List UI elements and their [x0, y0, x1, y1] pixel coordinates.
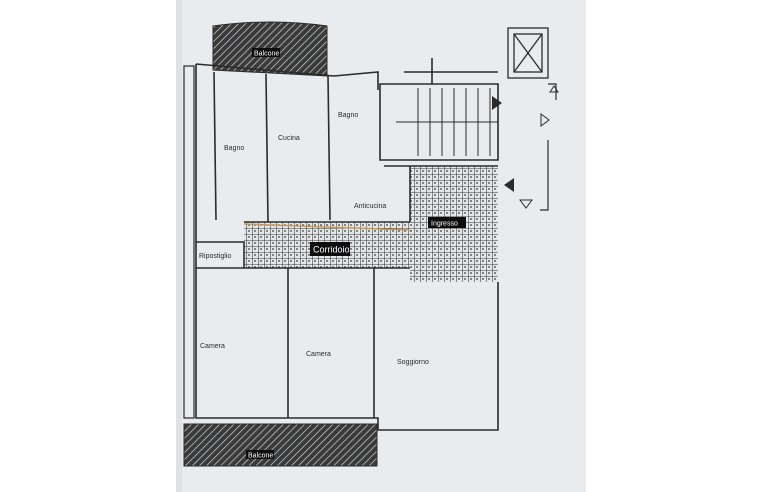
stair-arrow-icon [492, 96, 502, 110]
balcony-bottom [183, 423, 378, 467]
corridoio-tag: Corridoio [313, 245, 350, 255]
room-label-bagno: Bagno [224, 145, 244, 152]
ingresso-tag-bg [428, 217, 466, 228]
door-arrow-up-icon [549, 85, 559, 93]
corridor-edge [243, 223, 411, 231]
door-arrow-down-icon [519, 199, 533, 209]
balcone-top-tag: Balcone [254, 51, 279, 58]
staircase [396, 88, 498, 156]
room-label-camera-mid: Camera [306, 351, 331, 358]
ingresso-tag: Ingresso [431, 221, 458, 228]
room-label-camera-left: Camera [200, 343, 225, 350]
paper-shadow [176, 0, 182, 492]
entrance-arrow-icon [504, 178, 514, 192]
room-label-soggiorno: Soggiorno [397, 359, 429, 366]
balcone-top-tag-bg [252, 48, 280, 57]
corridor-floor [244, 166, 498, 282]
balcone-bottom-tag: Balcone [248, 453, 273, 460]
room-label-bagno-small: Bagno [338, 112, 358, 119]
landing-walls [540, 83, 557, 211]
balcone-bottom-tag-bg [246, 450, 274, 459]
room-label-cucina: Cucina [278, 135, 300, 142]
room-label-ripostiglio: Ripostiglio [199, 253, 231, 260]
walls [183, 58, 499, 431]
door-arrow-right-icon [540, 113, 550, 127]
room-label-anticucina: Anticucina [354, 203, 386, 210]
lift-shaft [507, 27, 549, 79]
corridoio-tag-bg [310, 242, 350, 256]
